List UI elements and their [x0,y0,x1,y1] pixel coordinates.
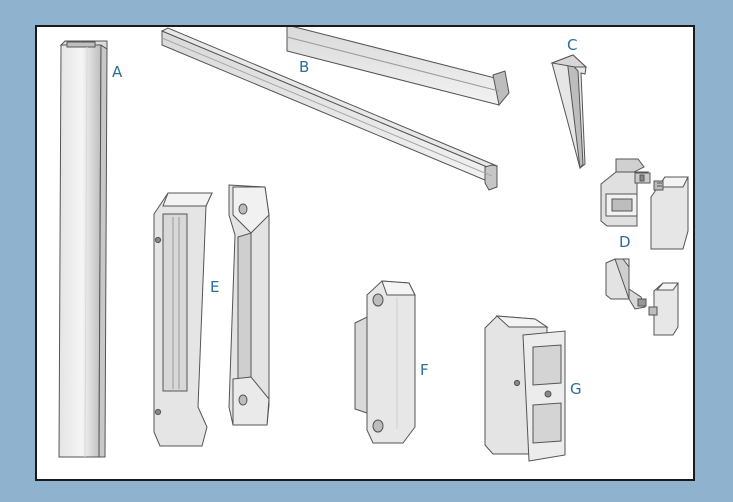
part-label-d: D [619,233,631,251]
part-a-post [58,40,108,458]
part-label-f: F [420,361,429,379]
part-b-rail-upper [286,27,510,107]
parts-illustration [58,27,689,462]
part-c-wedge-strip [550,54,588,170]
part-d-cap-upper-right [650,176,689,250]
diagram-panel: A B C D E F G [35,25,695,481]
part-b-rail-lower [160,27,499,191]
part-d-cap-lower-left [605,258,647,310]
part-label-c: C [567,36,578,54]
part-label-g: G [570,380,582,398]
part-g-clip [484,315,566,462]
part-label-b: B [299,58,310,76]
part-label-a: A [112,63,123,81]
part-f-block [354,280,416,444]
part-d-cap-upper-left [600,158,651,227]
part-e-handle-left [153,192,213,447]
part-d-cap-lower-right [648,282,679,336]
part-label-e: E [210,278,220,296]
part-e-handle-right [228,184,270,426]
